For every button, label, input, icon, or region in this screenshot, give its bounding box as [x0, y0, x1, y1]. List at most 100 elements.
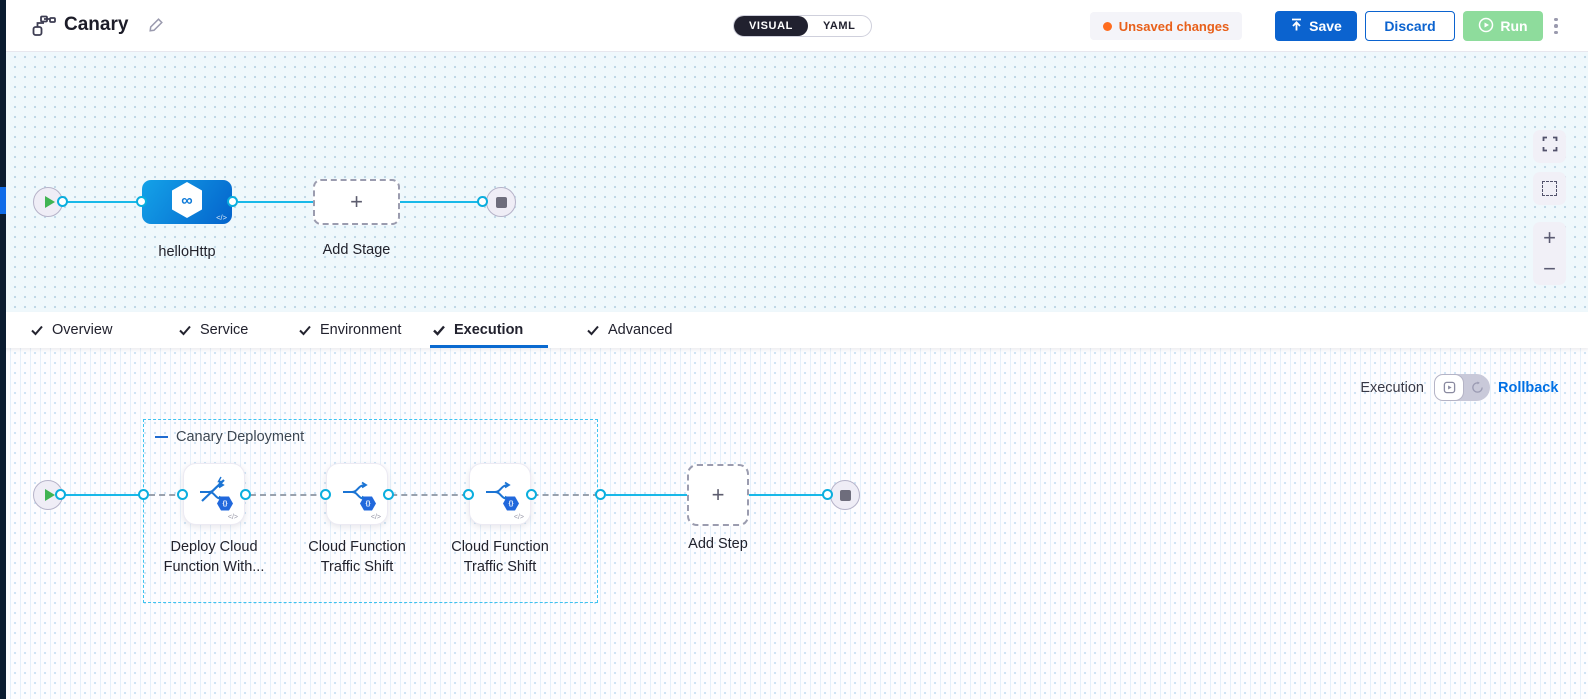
port	[526, 489, 537, 500]
function-badge-icon: {}	[360, 496, 376, 511]
pencil-icon	[148, 16, 165, 36]
svg-text:∞: ∞	[181, 192, 192, 209]
stage-node-hellohttp[interactable]: ∞ </>	[142, 180, 232, 224]
edit-title-button[interactable]	[148, 16, 165, 36]
step-label: Cloud Function Traffic Shift	[308, 539, 406, 575]
port	[138, 489, 149, 500]
connector	[61, 494, 143, 496]
discard-label: Discard	[1384, 18, 1436, 34]
port	[320, 489, 331, 500]
execution-mode-label: Execution	[1360, 380, 1424, 396]
step-label: Deploy Cloud Function With...	[163, 539, 265, 575]
step-traffic-shift-1[interactable]: {} </>	[326, 463, 388, 525]
unsaved-dot-icon	[1102, 21, 1112, 31]
stop-icon	[495, 196, 507, 208]
execution-rollback-toggle	[1434, 374, 1490, 401]
connector	[238, 201, 313, 203]
tab-environment[interactable]: Environment	[298, 312, 401, 348]
fullscreen-button[interactable]	[1533, 130, 1566, 163]
execution-canvas[interactable]	[0, 348, 1588, 699]
collapse-group-icon[interactable]	[155, 435, 168, 439]
zoom-in-button[interactable]: +	[1543, 224, 1556, 250]
port	[240, 489, 251, 500]
header: Canary VISUAL YAML Unsaved changes Save	[0, 0, 1588, 52]
add-stage-button[interactable]: +	[313, 179, 400, 225]
unsaved-changes-label: Unsaved changes	[1118, 18, 1230, 34]
tab-service[interactable]: Service	[178, 312, 248, 348]
run-label: Run	[1500, 18, 1528, 34]
plus-icon: +	[350, 189, 363, 214]
connector	[749, 494, 828, 496]
stop-icon	[839, 489, 851, 501]
serverless-hexagon-icon: ∞	[169, 180, 205, 225]
fullscreen-icon	[1542, 136, 1558, 157]
connector	[606, 494, 687, 496]
discard-button[interactable]: Discard	[1365, 11, 1455, 41]
active-tab-underline	[430, 345, 548, 348]
selection-mode-button[interactable]	[1533, 172, 1566, 205]
save-arrow-icon	[1290, 18, 1303, 35]
execution-end-node	[830, 480, 860, 510]
check-icon	[179, 325, 191, 336]
stage-canvas[interactable]	[0, 52, 1588, 312]
add-step-button[interactable]: +	[687, 464, 749, 526]
stage-name-label: helloHttp	[158, 244, 216, 260]
tab-overview[interactable]: Overview	[30, 312, 112, 348]
port	[55, 489, 66, 500]
function-badge-icon: {}	[503, 496, 519, 511]
execution-mode-button[interactable]	[1434, 374, 1464, 401]
port	[227, 196, 238, 207]
more-options-button[interactable]	[1548, 13, 1564, 39]
port	[463, 489, 474, 500]
code-icon: </>	[216, 213, 227, 222]
execution-flow-icon	[1443, 381, 1455, 394]
check-icon	[31, 325, 43, 336]
step-deploy-cloud-function[interactable]: {} </>	[183, 463, 245, 525]
toggle-visual[interactable]: VISUAL	[734, 16, 808, 36]
save-button[interactable]: Save	[1275, 11, 1357, 41]
check-icon	[433, 325, 445, 336]
port	[177, 489, 188, 500]
function-badge-icon: {}	[217, 496, 233, 511]
start-play-icon	[44, 196, 55, 208]
run-play-icon	[1478, 17, 1494, 36]
stage-end-node	[486, 187, 516, 217]
unsaved-changes-badge: Unsaved changes	[1090, 12, 1242, 40]
canary-deployment-group[interactable]	[143, 419, 598, 603]
toggle-yaml[interactable]: YAML	[822, 20, 856, 32]
save-label: Save	[1309, 18, 1342, 34]
check-icon	[299, 325, 311, 336]
collapsed-sidenav[interactable]	[0, 0, 6, 699]
kebab-icon	[1554, 17, 1558, 22]
page-title: Canary	[64, 14, 129, 35]
rollback-mode-button[interactable]	[1464, 374, 1490, 401]
stage-tabbar: Overview Service Environment Execution A…	[0, 312, 1588, 348]
port	[383, 489, 394, 500]
tab-advanced[interactable]: Advanced	[586, 312, 673, 348]
code-icon: </>	[513, 514, 524, 521]
step-traffic-shift-2[interactable]: {} </>	[469, 463, 531, 525]
port	[822, 489, 833, 500]
check-icon	[587, 325, 599, 336]
marquee-icon	[1542, 181, 1557, 196]
rollback-link[interactable]: Rollback	[1498, 380, 1559, 396]
tab-label: Environment	[320, 322, 402, 338]
tab-label: Overview	[52, 322, 113, 338]
zoom-out-button[interactable]: −	[1543, 256, 1556, 282]
group-header: Canary Deployment	[155, 429, 304, 445]
step-label: Cloud Function Traffic Shift	[451, 539, 549, 575]
tab-label: Advanced	[608, 322, 673, 338]
code-icon: </>	[227, 514, 238, 521]
group-label: Canary Deployment	[176, 429, 305, 445]
sidenav-active-indicator	[0, 187, 6, 214]
connector	[400, 201, 483, 203]
run-button[interactable]: Run	[1463, 11, 1543, 41]
zoom-controls: + −	[1533, 222, 1566, 285]
tab-label: Execution	[454, 322, 524, 338]
rollback-icon	[1471, 381, 1483, 393]
connector	[63, 201, 140, 203]
tab-execution[interactable]: Execution	[432, 312, 523, 348]
visual-yaml-toggle: VISUAL YAML	[733, 15, 872, 37]
code-icon: </>	[370, 514, 381, 521]
